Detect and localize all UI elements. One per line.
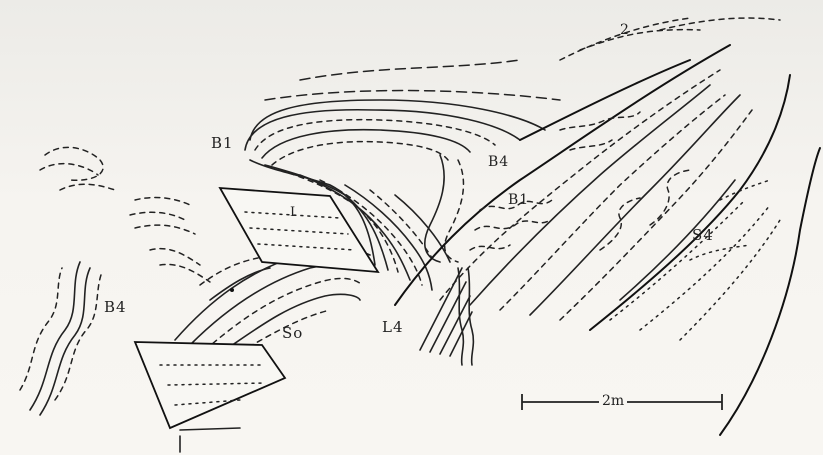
top-dashed-layer (580, 30, 700, 50)
lineation-l4 (450, 312, 472, 356)
label-b1-middle: B1 (508, 192, 529, 208)
lineation-l4 (420, 268, 462, 350)
crenulation (650, 170, 690, 225)
label-l4: L4 (382, 318, 404, 336)
foliation-s4 (640, 205, 770, 330)
foliation-s4 (440, 70, 720, 300)
block-base-line (180, 428, 240, 430)
label-b4-right: B4 (488, 154, 509, 170)
lineation-l4 (468, 268, 473, 365)
fold-layer (250, 100, 545, 140)
left-fold (160, 264, 210, 282)
foliation-s4 (610, 200, 745, 320)
left-fold (135, 198, 190, 205)
scale-bar-label: 2m (599, 393, 627, 409)
left-fold (45, 147, 103, 180)
rock-block-lower (135, 342, 285, 428)
label-fold-number: 2 (620, 22, 630, 38)
fold-layer (272, 142, 448, 165)
foliation-s4 (470, 85, 710, 305)
left-fold (40, 164, 98, 175)
left-fold (55, 272, 102, 400)
label-b4-left: B4 (104, 298, 127, 316)
fold-limb (395, 195, 450, 262)
left-fold (150, 249, 200, 265)
marker-dot (230, 288, 234, 292)
foliation-s4 (500, 95, 725, 310)
lower-band (190, 264, 365, 345)
top-dashed-layer (265, 91, 560, 100)
foliation-s4 (560, 110, 752, 320)
scale-bar: 2m (520, 390, 725, 414)
left-fold (20, 268, 62, 390)
label-b1-upper: B1 (211, 134, 234, 152)
lineation-l4 (430, 282, 466, 352)
top-dashed-layer (300, 60, 520, 80)
label-so: So (282, 324, 303, 342)
label-s4: S4 (692, 226, 714, 244)
fault-line (395, 45, 730, 305)
left-fold (30, 262, 80, 410)
left-fold (130, 212, 185, 220)
fault-line (720, 148, 820, 435)
fold-limb (445, 160, 464, 262)
label-block-mark: I (290, 205, 296, 220)
left-fold (60, 184, 115, 190)
fold-layer (255, 120, 495, 150)
left-fold (135, 225, 195, 234)
fold-layer (262, 130, 470, 158)
foliation-s4 (690, 245, 750, 260)
left-fold (40, 268, 90, 415)
fault-line (520, 60, 690, 140)
